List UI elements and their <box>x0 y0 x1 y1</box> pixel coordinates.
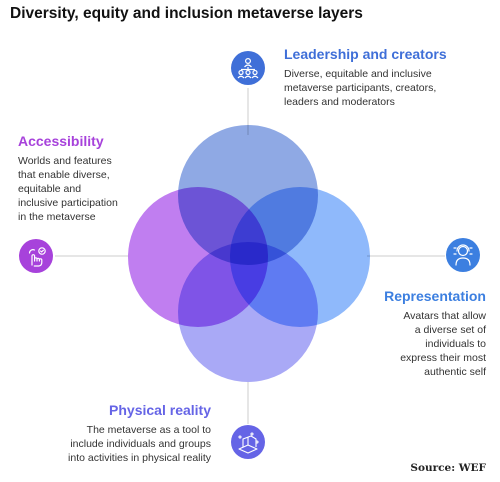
leadership-desc-line: Diverse, equitable and inclusive <box>284 68 432 80</box>
page-title: Diversity, equity and inclusion metavers… <box>10 5 363 22</box>
accessibility-desc-line: that enable diverse, <box>18 169 110 181</box>
accessibility-desc-line: Worlds and features <box>18 155 112 167</box>
hand-pointer-check-icon <box>19 239 53 273</box>
physical-reality-description: The metaverse as a tool to include indiv… <box>68 423 211 465</box>
physical-desc-line: The metaverse as a tool to <box>86 424 211 436</box>
circle-physical-reality <box>178 242 318 382</box>
representation-title: Representation <box>384 288 486 304</box>
people-hierarchy-icon <box>231 51 265 85</box>
avatar-head-icon <box>446 238 480 272</box>
representation-desc-line: express their most <box>400 352 486 364</box>
accessibility-description: Worlds and features that enable diverse,… <box>18 154 118 224</box>
representation-desc-line: individuals to <box>425 338 486 350</box>
physical-desc-line: include individuals and groups <box>70 438 211 450</box>
accessibility-desc-line: in the metaverse <box>18 211 96 223</box>
source-note: Source: WEF <box>410 462 486 474</box>
leadership-description: Diverse, equitable and inclusive metaver… <box>284 67 436 109</box>
wireframe-cube-icon <box>231 425 265 459</box>
leadership-title: Leadership and creators <box>284 46 447 62</box>
representation-desc-line: Avatars that allow <box>403 310 486 322</box>
accessibility-title: Accessibility <box>18 133 104 149</box>
leadership-desc-line: metaverse participants, creators, <box>284 82 437 94</box>
accessibility-desc-line: equitable and <box>18 183 82 195</box>
accessibility-desc-line: inclusive participation <box>18 197 118 209</box>
physical-reality-title: Physical reality <box>109 402 211 418</box>
leadership-desc-line: leaders and moderators <box>284 96 395 108</box>
physical-desc-line: into activities in physical reality <box>68 452 211 464</box>
representation-description: Avatars that allow a diverse set of indi… <box>400 309 486 379</box>
representation-desc-line: a diverse set of <box>414 324 486 336</box>
representation-desc-line: authentic self <box>424 366 486 378</box>
